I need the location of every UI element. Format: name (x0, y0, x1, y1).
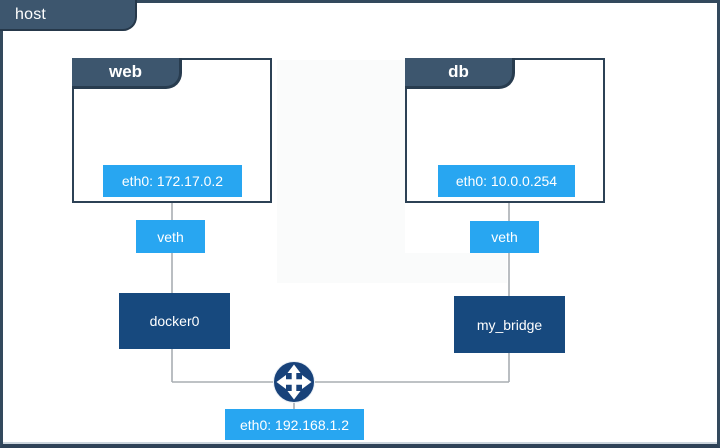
host-interface-label: eth0: 192.168.1.2 (225, 409, 364, 440)
veth-node-db: veth (470, 221, 539, 253)
host-tab: host (0, 0, 137, 31)
frame-bottom-highlight (3, 442, 717, 444)
container-title: web (108, 62, 143, 81)
background-shade (277, 60, 405, 283)
container-tab-db: db (405, 58, 515, 89)
bridge-node-docker0: docker0 (119, 293, 230, 349)
interface-label-db: eth0: 10.0.0.254 (438, 165, 575, 197)
bridge-node-my-bridge: my_bridge (454, 296, 565, 353)
container-title: db (448, 62, 469, 81)
container-tab-web: web (72, 58, 182, 89)
router-arrows-icon (273, 361, 315, 403)
container-node-db: db eth0: 10.0.0.254 (405, 58, 605, 203)
interface-label-web: eth0: 172.17.0.2 (103, 165, 242, 197)
veth-node-web: veth (136, 220, 205, 253)
background-shade (277, 253, 507, 283)
host-label: host (15, 5, 47, 23)
container-node-web: web eth0: 172.17.0.2 (72, 58, 272, 203)
